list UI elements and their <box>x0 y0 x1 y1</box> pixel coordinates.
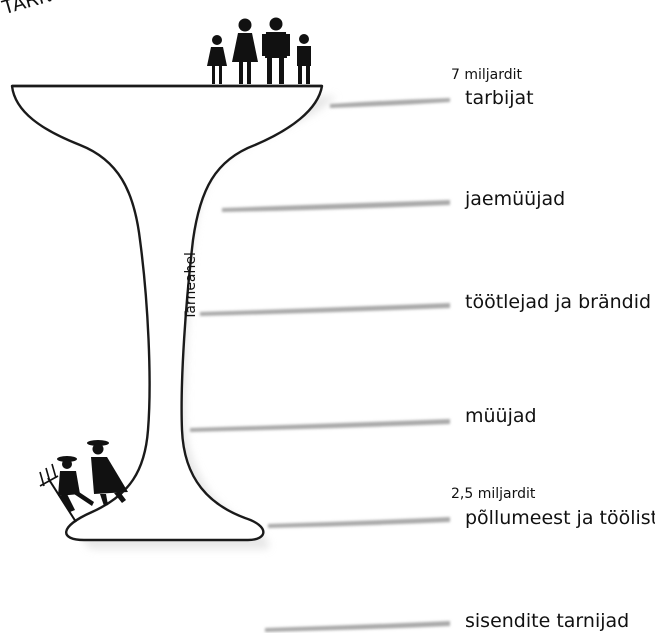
champagne-glass-outline <box>10 84 324 542</box>
level-label-input-suppliers: sisendite tarnijad <box>465 610 630 632</box>
streak-farmers <box>268 517 450 528</box>
level-label-consumers: tarbijat <box>465 87 534 109</box>
level-connector-streaks <box>190 98 450 632</box>
streak-input-suppliers <box>265 621 450 632</box>
farmer-icon <box>39 440 128 523</box>
level-label-traders: müüjad <box>465 405 537 427</box>
level-label-processors: töötlejad ja brändid <box>465 291 652 313</box>
farmer-count: 2,5 miljardit <box>451 486 536 502</box>
consumer-family-icon <box>207 17 311 84</box>
streak-processors <box>200 303 450 316</box>
level-label-farmers: põllumeest ja töölist <box>465 507 655 529</box>
supply-chain-label: Tarneahel <box>182 252 199 320</box>
level-label-retailers: jaemüüjad <box>465 188 566 210</box>
streak-consumers <box>330 98 450 108</box>
streak-traders <box>190 419 450 432</box>
streak-retailers <box>222 200 450 212</box>
consumer-count: 7 miljardit <box>451 67 523 83</box>
